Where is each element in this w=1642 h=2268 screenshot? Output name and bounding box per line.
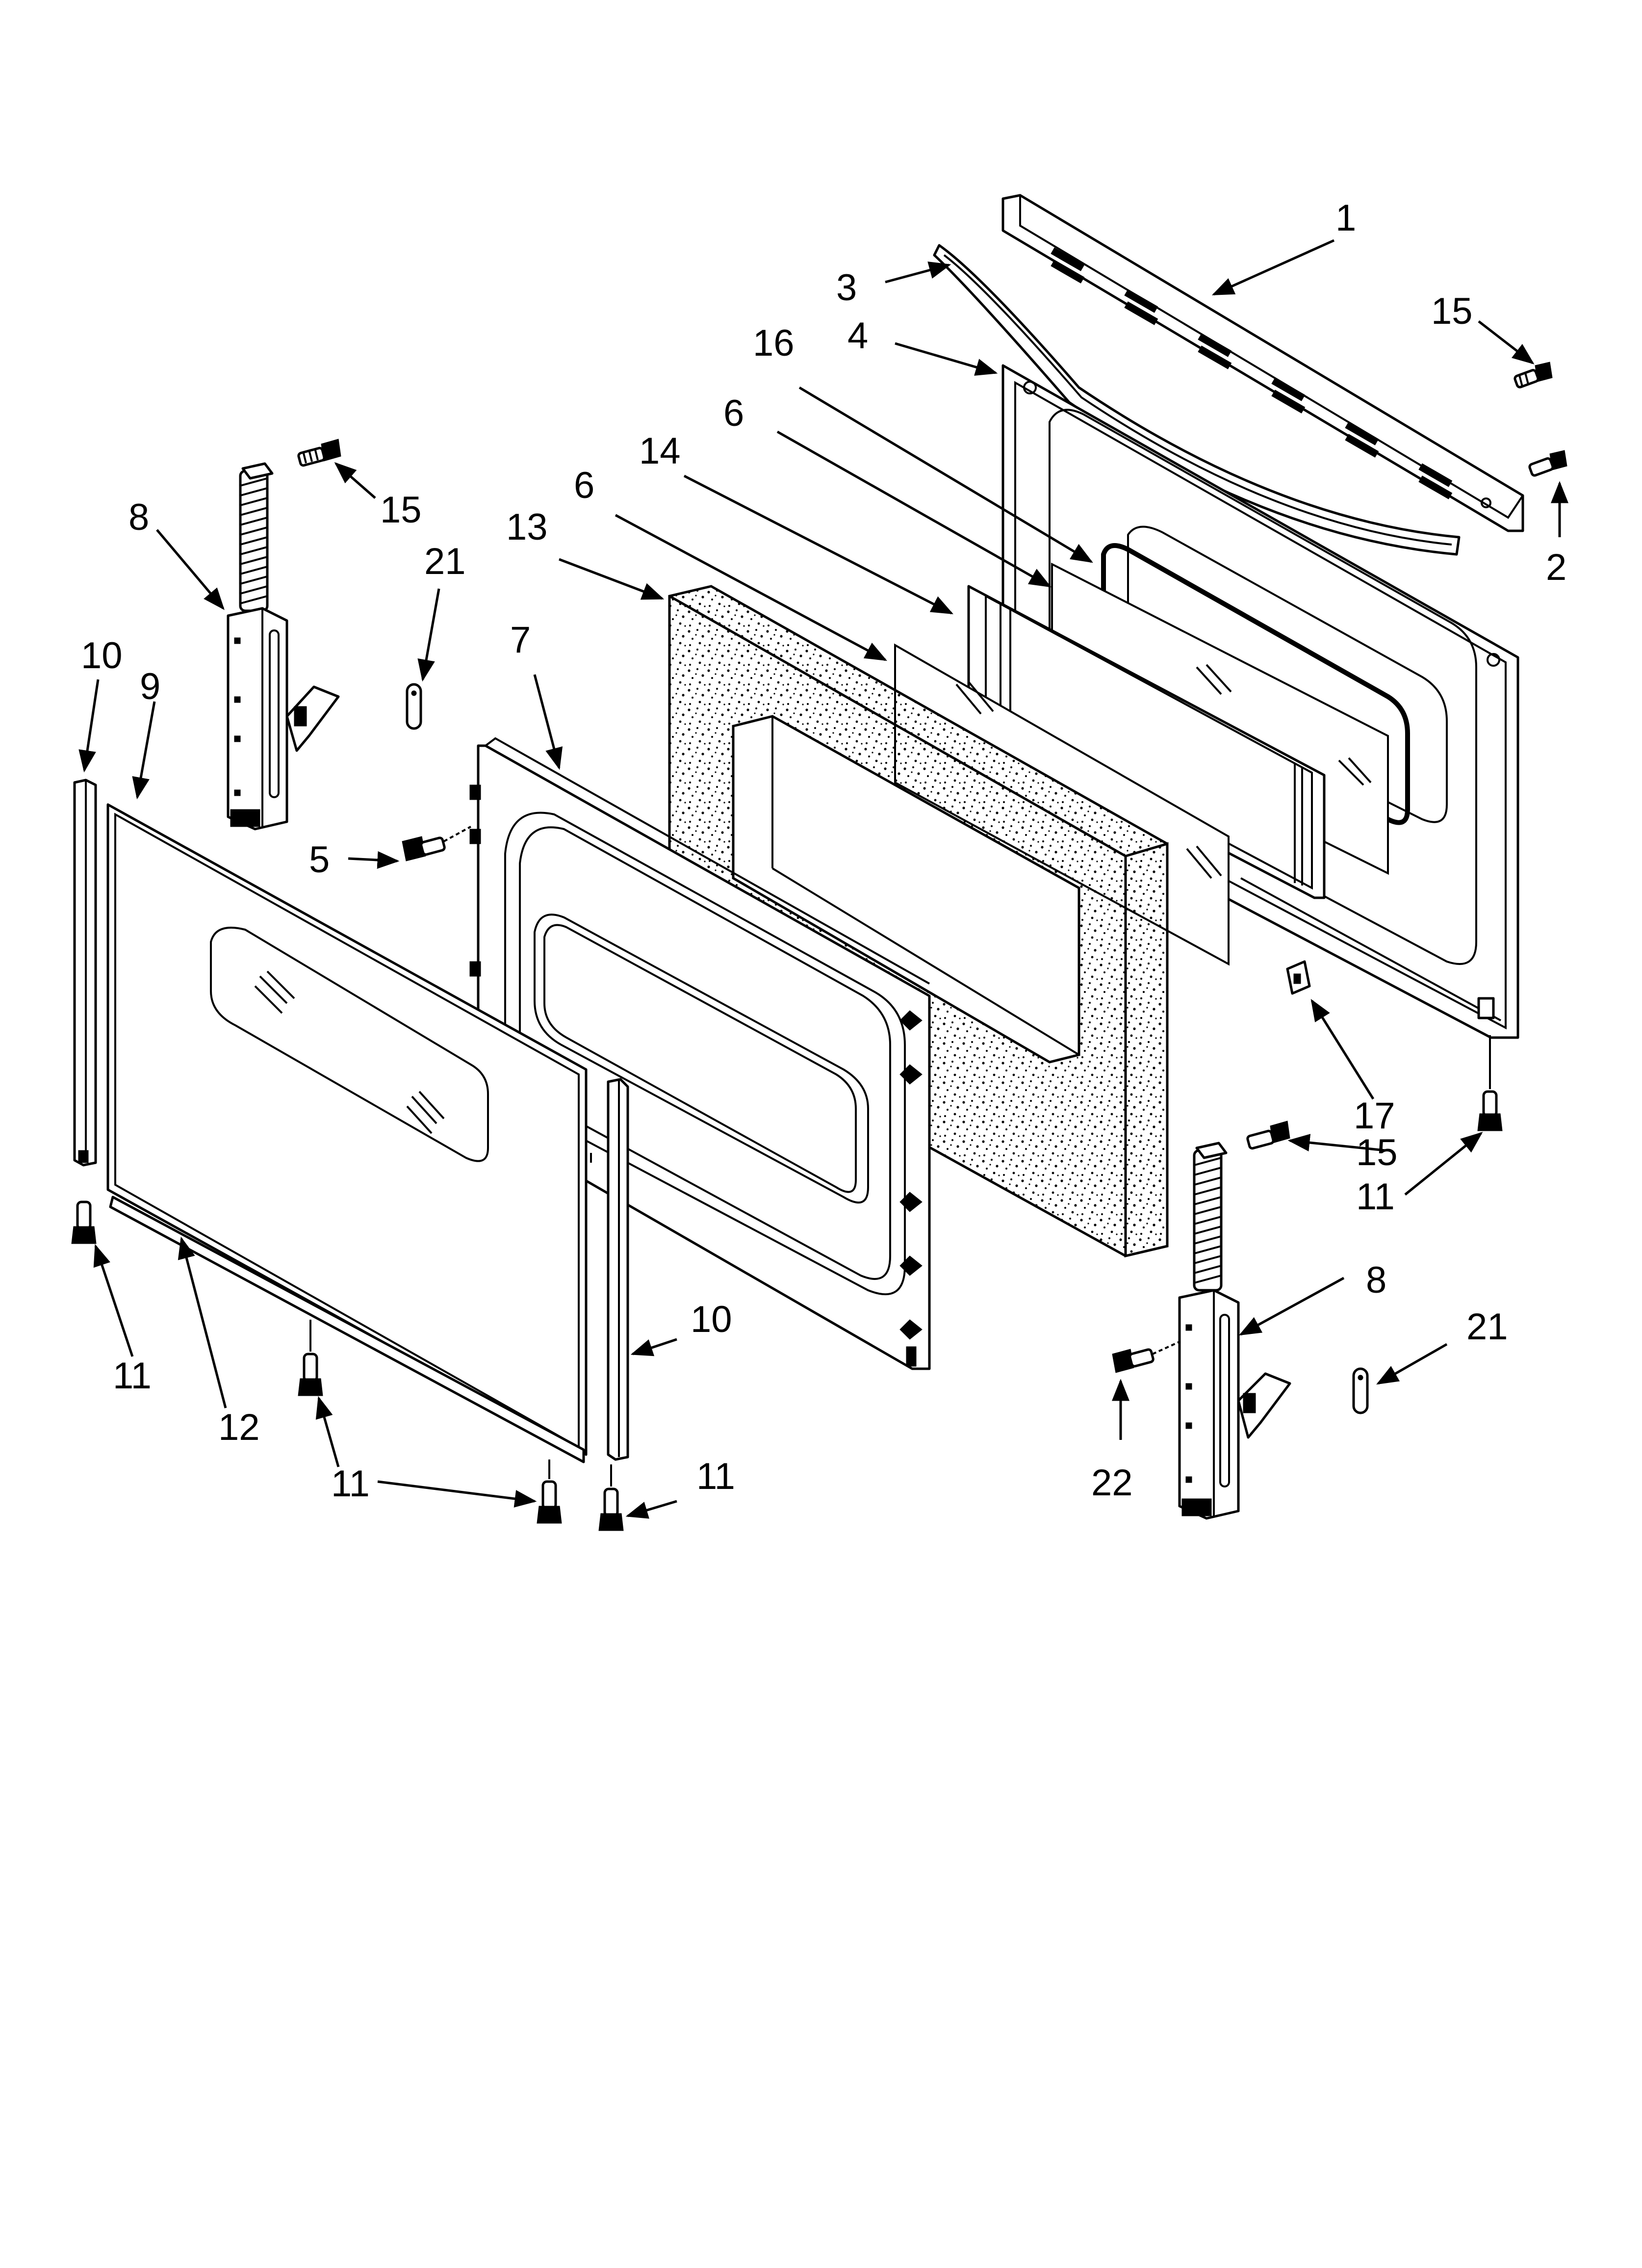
door-insulation [668,585,1169,1258]
screw-5 [402,826,471,861]
callout-11-bottom: 11 [331,1463,370,1505]
hinge-lock-right [1352,1367,1369,1414]
vent-trim-panel [1001,194,1524,532]
callout-8-left: 8 [128,496,149,538]
callout-10-left: 10 [81,635,123,677]
callout-11-left: 11 [113,1355,152,1397]
screw-22 [1112,1341,1180,1373]
callout-14: 14 [639,430,681,472]
screw-15-right [1246,1121,1290,1150]
callout-10-right: 10 [691,1299,732,1340]
callout-4: 4 [847,315,868,357]
screw-11-bottom [298,1320,323,1396]
hinge-right [1178,1142,1291,1520]
callout-1: 1 [1335,197,1356,239]
callout-labels: 1 2 3 4 5 6 6 7 8 8 9 10 10 11 11 11 11 … [81,197,1566,1505]
screw-2 [1528,450,1567,477]
callout-15-right: 15 [1356,1132,1398,1173]
callout-15-left: 15 [380,489,422,531]
callout-21-left: 21 [424,541,466,582]
callout-2: 2 [1546,547,1566,588]
callout-6-front: 6 [574,465,594,506]
callout-13: 13 [506,506,548,548]
callout-7: 7 [510,619,531,661]
callout-22: 22 [1091,1462,1133,1504]
screw-11-far-right [1477,1035,1503,1131]
callout-8-right: 8 [1366,1259,1386,1301]
hinge-left [227,462,340,831]
callout-11-center: 11 [696,1456,735,1497]
callout-5: 5 [309,839,330,881]
callout-9: 9 [140,666,160,707]
screw-11-bottom-center [537,1460,562,1524]
callout-17: 17 [1354,1095,1395,1137]
side-trim-right [607,1078,629,1461]
leader-lines [78,239,1568,1519]
screw-11-right-trim [598,1464,624,1531]
glass-clip [1286,960,1311,995]
bottom-trim [109,1196,585,1463]
screw-11-left [71,1200,97,1244]
callout-16: 16 [753,322,795,364]
callout-11-right: 11 [1356,1176,1395,1218]
callout-21-right: 21 [1466,1306,1508,1348]
side-trim-left [73,779,97,1167]
callout-12: 12 [218,1407,260,1448]
screw-15-top-right [1514,362,1553,389]
callout-6-back: 6 [723,392,744,434]
door-handle [933,244,1461,556]
screw-15-left [297,439,341,467]
outer-door-panel [106,803,588,1456]
callout-15-top-right: 15 [1431,290,1473,332]
hinge-lock-left [406,683,422,730]
callout-3: 3 [836,267,857,309]
